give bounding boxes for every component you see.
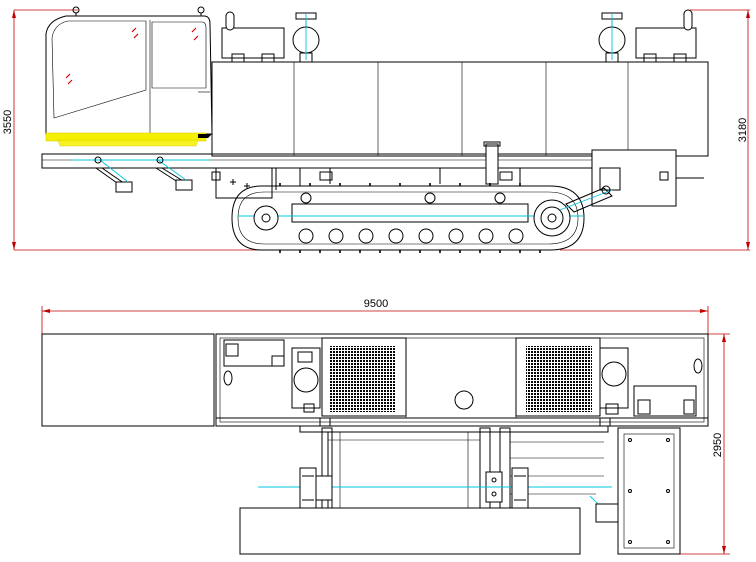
track-grousers — [279, 183, 541, 253]
track-plate — [239, 507, 581, 555]
dim-width-label: 2950 — [712, 433, 724, 457]
top-boxes — [221, 9, 697, 63]
top-view: 9500 2950 — [41, 298, 730, 555]
track-assembly — [231, 183, 613, 253]
grill-mesh-left — [330, 346, 396, 412]
round-headlamps-icon — [292, 12, 626, 63]
dim-right-height-label: 3180 — [737, 118, 749, 142]
dim-length-label: 9500 — [364, 298, 388, 310]
undercarriage-frame — [211, 167, 521, 199]
deck-details — [223, 339, 703, 427]
exhaust-stack — [483, 141, 501, 185]
dim-left-height: 3550 — [2, 9, 268, 251]
hinge-brackets-icon — [299, 467, 529, 509]
radiator-grill-left — [321, 337, 407, 417]
dim-width: 2950 — [680, 333, 730, 555]
dim-right-height: 3180 — [560, 9, 750, 251]
dim-length: 9500 — [41, 298, 709, 334]
front-legs — [72, 156, 210, 193]
side-view: 3550 3180 — [2, 6, 750, 253]
grill-mesh-right — [526, 346, 592, 412]
red-window-marks-icon — [65, 27, 199, 85]
track-rollers — [298, 192, 524, 244]
cab-roof — [41, 333, 215, 427]
rear-box-top — [595, 427, 681, 555]
dim-left-height-label: 3550 — [2, 110, 14, 134]
cab — [45, 6, 213, 147]
